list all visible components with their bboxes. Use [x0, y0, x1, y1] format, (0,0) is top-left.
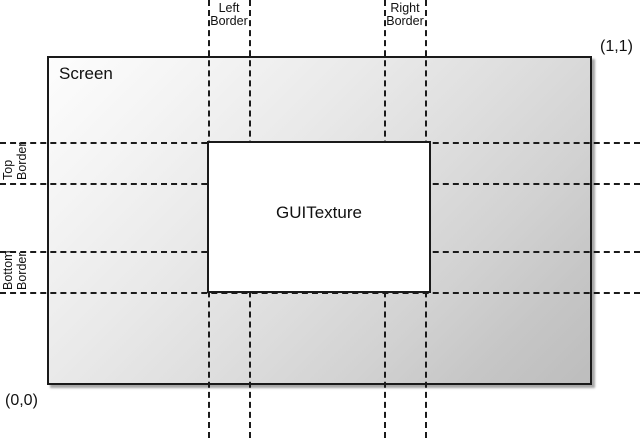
screen-label: Screen [59, 64, 113, 83]
bottom-border-label: Bottom [1, 250, 15, 290]
bottom-border-label-line2: Border [15, 252, 29, 290]
top-border-label-line1: Top [1, 159, 15, 180]
left-border-label-line1: Left [218, 1, 240, 15]
bottom-border-label-secondary: Border [15, 252, 29, 290]
left-border-label-line2: Border [210, 14, 248, 28]
guide-line-horizontal-bottom-outer [0, 292, 640, 294]
top-border-label-line2: Border [15, 142, 29, 180]
right-border-label: Right Border [382, 2, 428, 28]
guitexture-label: GUITexture [276, 203, 362, 222]
left-border-label: Left Border [206, 2, 252, 28]
right-border-label-line2: Border [386, 14, 424, 28]
coordinate-origin-label: (0,0) [5, 392, 38, 409]
bottom-border-label-line1: Bottom [1, 250, 15, 290]
top-border-label-secondary: Border [15, 142, 29, 180]
right-border-label-line1: Right [390, 1, 420, 15]
guitexture-rectangle: GUITexture [207, 141, 431, 293]
top-border-label: Top [1, 159, 15, 180]
coordinate-max-label: (1,1) [600, 38, 633, 55]
